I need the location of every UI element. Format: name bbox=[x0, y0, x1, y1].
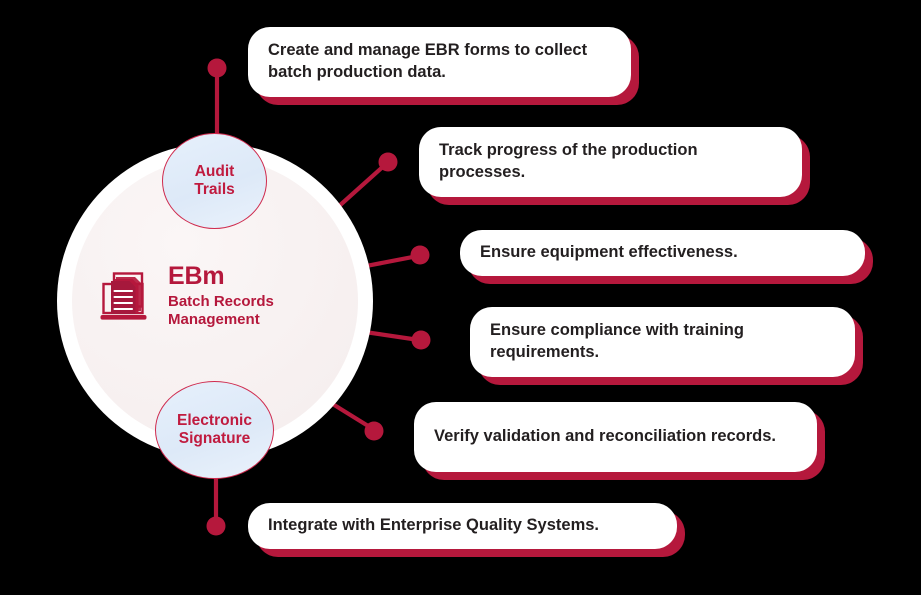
connector-line-2 bbox=[335, 161, 389, 210]
hub-center-content: EBm Batch Records Management bbox=[98, 264, 348, 329]
callout-training-compliance[interactable]: Ensure compliance with training requirem… bbox=[470, 307, 855, 377]
hub-subtitle-line-1: Batch Records bbox=[168, 293, 274, 311]
callout-text-1: Create and manage EBR forms to collect b… bbox=[268, 41, 588, 81]
connector-line-3 bbox=[358, 253, 421, 270]
hub-subtitle-line-2: Management bbox=[168, 311, 260, 328]
callout-enterprise-quality-systems[interactable]: Integrate with Enterprise Quality System… bbox=[248, 503, 677, 549]
batch-records-document-stack-icon bbox=[100, 271, 147, 320]
callout-text-2: Track progress of the production process… bbox=[439, 141, 698, 181]
callout-text-5: Verify validation and reconciliation rec… bbox=[434, 427, 777, 446]
connector-dot-2 bbox=[378, 152, 398, 172]
bubble-electronic-signature-line-1: Electronic bbox=[177, 411, 252, 429]
connector-dot-1 bbox=[207, 58, 227, 78]
bubble-audit-trails-line-2: Trails bbox=[194, 181, 235, 198]
bubble-audit-trails[interactable]: Audit Trails bbox=[162, 133, 267, 229]
bubble-electronic-signature[interactable]: Electronic Signature bbox=[155, 381, 274, 479]
hub-title: EBm bbox=[168, 262, 225, 291]
callout-validation-reconciliation[interactable]: Verify validation and reconciliation rec… bbox=[414, 402, 817, 472]
callout-text-6: Integrate with Enterprise Quality System… bbox=[268, 516, 600, 535]
connector-dot-4 bbox=[411, 330, 431, 350]
connector-dot-5 bbox=[364, 421, 384, 441]
callout-text-3: Ensure equipment effectiveness. bbox=[480, 243, 738, 262]
connector-line-5 bbox=[328, 400, 376, 432]
hub-text-block: EBm Batch Records Management bbox=[168, 264, 274, 328]
callout-equipment-effectiveness[interactable]: Ensure equipment effectiveness. bbox=[460, 230, 865, 276]
callout-create-manage-ebr-forms[interactable]: Create and manage EBR forms to collect b… bbox=[248, 27, 631, 97]
callout-track-production-progress[interactable]: Track progress of the production process… bbox=[419, 127, 802, 197]
bubble-electronic-signature-line-2: Signature bbox=[178, 430, 251, 447]
connector-dot-3 bbox=[410, 245, 430, 265]
callout-text-4: Ensure compliance with training requirem… bbox=[490, 321, 744, 361]
connector-dot-6 bbox=[206, 516, 226, 536]
bubble-audit-trails-line-1: Audit bbox=[194, 162, 235, 180]
